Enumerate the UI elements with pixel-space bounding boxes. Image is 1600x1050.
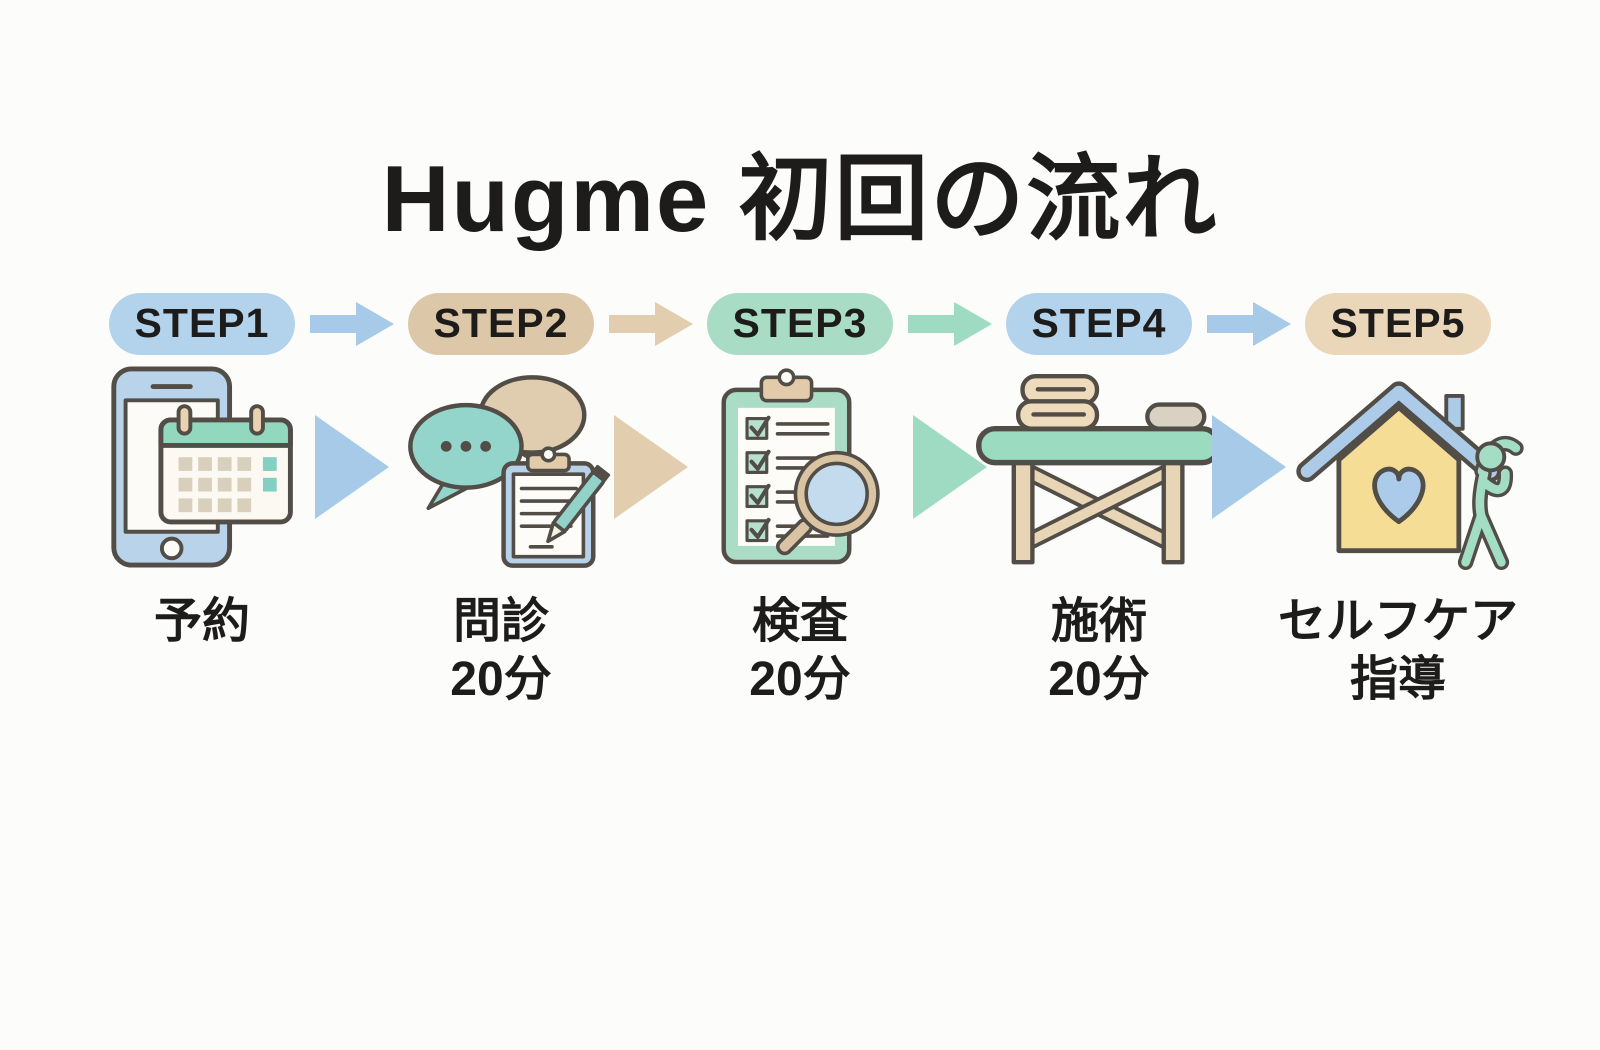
step2-badge-label: STEP2 bbox=[433, 300, 569, 347]
step2-label-main: 問診 bbox=[452, 594, 549, 648]
step5-label-main: セルフケア bbox=[1278, 594, 1519, 648]
step2-badge: STEP2 bbox=[408, 292, 594, 355]
arrow-right-icon bbox=[1211, 414, 1286, 519]
step5-label-sub: 指導 bbox=[1350, 653, 1447, 707]
massage-table-icon bbox=[970, 363, 1227, 571]
step3-label-sub: 20分 bbox=[749, 653, 851, 707]
arrow-right-icon bbox=[314, 414, 389, 519]
step4-badge: STEP4 bbox=[1006, 292, 1192, 355]
arrow-right-icon bbox=[608, 300, 693, 348]
step3-badge: STEP3 bbox=[707, 292, 893, 355]
step2-label: 問診 20分 bbox=[450, 593, 551, 710]
smartphone-calendar-icon bbox=[104, 363, 300, 571]
arrow-right-icon bbox=[309, 300, 394, 348]
step4-label-main: 施術 bbox=[1050, 594, 1147, 648]
arrow-right-icon bbox=[912, 414, 987, 519]
step3-label: 検査 20分 bbox=[749, 593, 850, 710]
step2-label-sub: 20分 bbox=[450, 653, 552, 707]
flow-diagram: STEP1 STEP2 STEP3 STEP4 STEP5 bbox=[109, 292, 1524, 710]
step3-badge-label: STEP3 bbox=[732, 300, 868, 347]
arrow-right-icon bbox=[907, 300, 992, 348]
step5-badge-label: STEP5 bbox=[1330, 300, 1466, 347]
step5-badge: STEP5 bbox=[1305, 292, 1491, 355]
step1-label-main: 予約 bbox=[153, 594, 250, 648]
speech-bubbles-clipboard-pen-icon bbox=[396, 363, 610, 571]
house-heart-stretching-person-icon bbox=[1276, 363, 1524, 571]
arrow-right-icon bbox=[1206, 300, 1291, 348]
arrow-right-icon bbox=[613, 414, 688, 519]
step4-label-sub: 20分 bbox=[1048, 653, 1150, 707]
step1-badge-label: STEP1 bbox=[134, 300, 270, 347]
page-title: Hugme 初回の流れ bbox=[381, 146, 1219, 251]
step1-label: 予約 bbox=[154, 593, 250, 652]
step4-label: 施術 20分 bbox=[1048, 593, 1149, 710]
step1-badge: STEP1 bbox=[109, 292, 295, 355]
step3-label-main: 検査 bbox=[751, 594, 848, 648]
step4-badge-label: STEP4 bbox=[1031, 300, 1167, 347]
checklist-magnifying-glass-icon bbox=[704, 363, 897, 571]
step5-label: セルフケア 指導 bbox=[1278, 593, 1518, 710]
